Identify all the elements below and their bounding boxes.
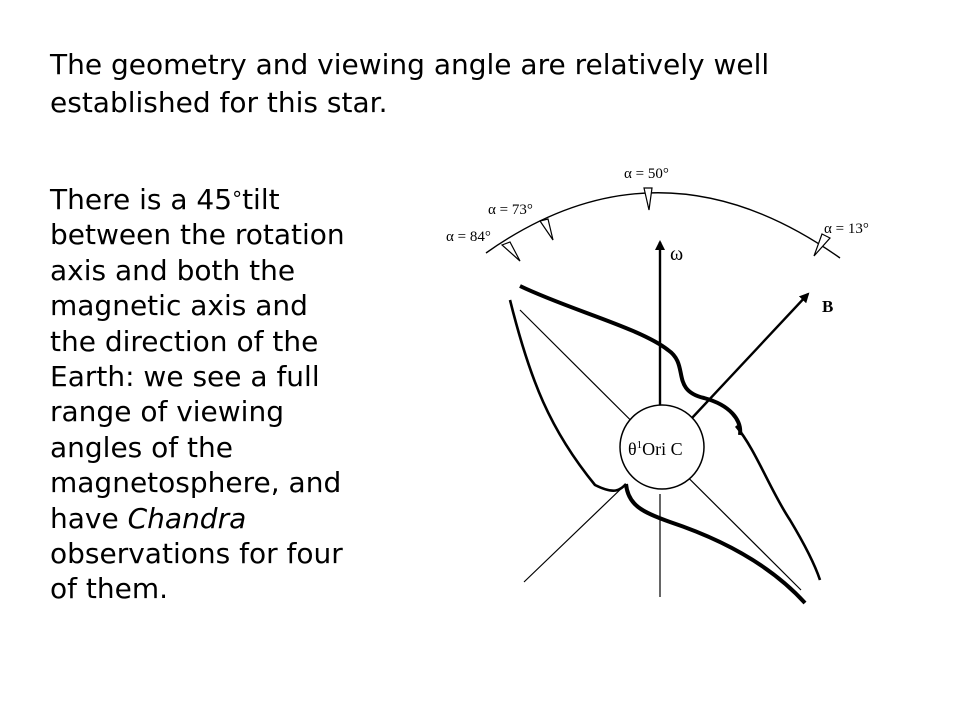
sight-marker-50 (643, 187, 653, 211)
alpha-label-50: α = 50° (624, 166, 669, 182)
b-label: B (822, 297, 833, 316)
viewing-angle-arc (485, 192, 841, 259)
body-line: range of viewing (50, 395, 284, 429)
body-line: There is a 45°tilt (50, 182, 400, 217)
magnetosphere-inner-left (508, 299, 627, 492)
body-line-1-start: There is a 45 (50, 183, 233, 216)
star-label: θ1Ori C (628, 439, 683, 459)
body-line: of them. (50, 572, 169, 606)
omega-label: ω (670, 243, 683, 265)
body-line: Earth: we see a full (50, 360, 320, 394)
magnetosphere-outer-upper (519, 284, 743, 436)
body-line-1-end: tilt (242, 183, 280, 216)
magnetosphere-inner-right (735, 425, 822, 581)
body-line: the direction of the (50, 324, 319, 358)
alpha-label-13: α = 13° (824, 221, 869, 237)
title-line: The geometry and viewing angle are relat… (50, 48, 770, 81)
field-line-lower-left (523, 483, 627, 583)
title-line: established for this star. (50, 86, 388, 119)
body-line: between the rotation (50, 218, 345, 252)
body-have-text: have (50, 501, 128, 535)
alpha-label-84: α = 84° (446, 229, 491, 245)
body-line: axis and both the (50, 253, 296, 287)
magnetic-axis-arrow (691, 292, 810, 419)
slide-title: The geometry and viewing angle are relat… (50, 46, 920, 122)
body-line: have Chandra (50, 501, 400, 536)
magnetosphere-outer-lower (624, 483, 807, 605)
body-line: magnetosphere, and (50, 466, 342, 500)
body-paragraph: There is a 45°tilt between the rotation … (50, 182, 400, 607)
body-line: angles of the (50, 430, 234, 464)
magnetosphere-diagram: θ1Ori C ω B α = 84° α = 73° α = 50° α = … (446, 166, 869, 605)
body-line: magnetic axis and (50, 289, 308, 323)
sight-marker-73 (539, 218, 554, 241)
sight-marker-84 (500, 241, 521, 262)
chandra-italic: Chandra (127, 501, 247, 535)
star-circle (619, 404, 705, 490)
body-line: observations for four (50, 537, 343, 571)
sight-marker-13 (813, 233, 831, 257)
degree-symbol: ° (232, 187, 243, 211)
alpha-label-73: α = 73° (488, 202, 533, 218)
